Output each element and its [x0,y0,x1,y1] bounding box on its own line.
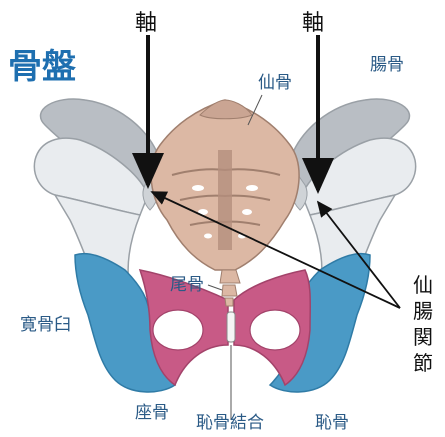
label-ilium: 腸骨 [370,55,404,75]
label-sacroiliac-1: 仙 [413,273,433,297]
axis-label-right: 軸 [302,11,324,36]
sacrum-bone [151,100,299,270]
label-acetabulum: 寛骨臼 [20,315,71,335]
label-sacroiliac-3: 関 [413,325,433,349]
label-sacrum: 仙骨 [258,73,292,93]
label-sacroiliac-2: 腸 [413,299,433,323]
page-title: 骨盤 [8,47,76,87]
label-coccyx: 尾骨 [170,275,204,295]
label-sacroiliac-4: 節 [413,351,433,375]
label-pubic-symphysis: 恥骨結合 [196,413,264,433]
label-pubis: 恥骨 [315,413,349,433]
axis-label-left: 軸 [135,11,157,36]
leader-coccyx [208,285,222,290]
label-ischium: 座骨 [135,403,169,423]
